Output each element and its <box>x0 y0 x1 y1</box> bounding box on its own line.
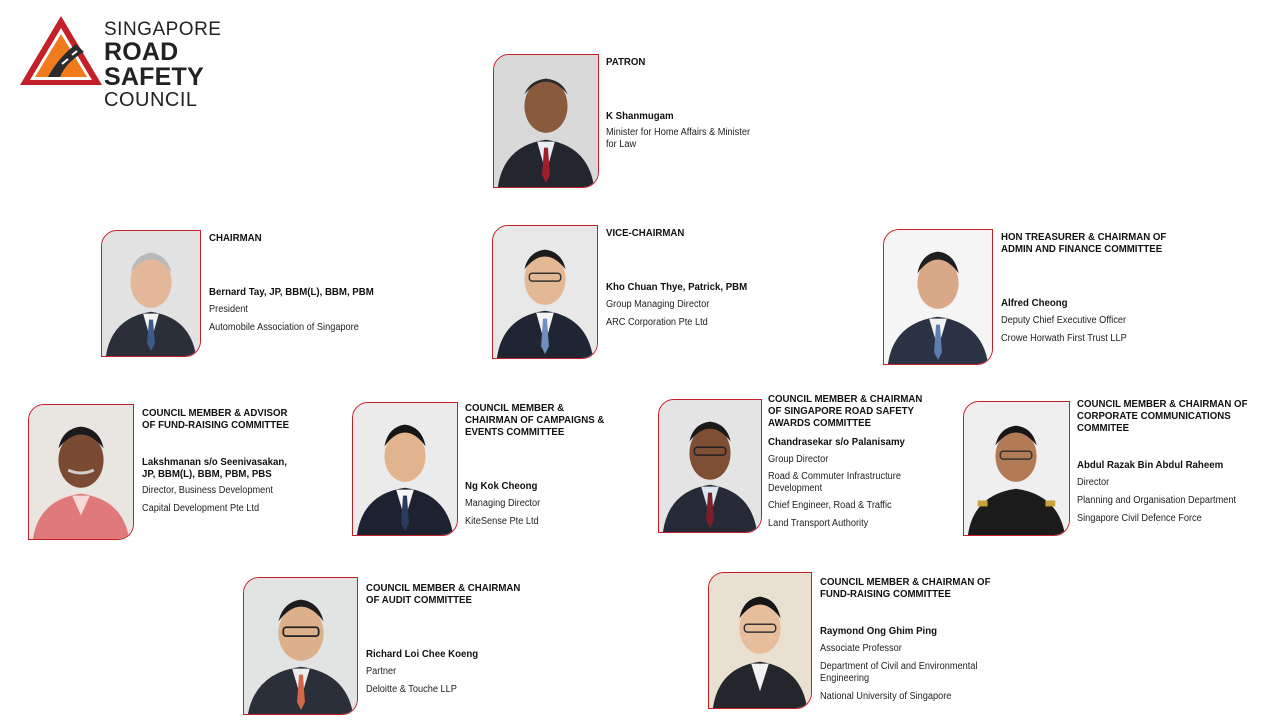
logo-line-2: ROAD SAFETY <box>104 38 204 91</box>
member-role: CHAIRMAN <box>209 232 262 244</box>
member-title-line: Land Transport Authority <box>768 518 869 529</box>
member-title-line: Minister for Home Affairs & Minister for… <box>606 127 751 150</box>
member-name: Lakshmanan s/o Seenivasakan, JP, BBM(L),… <box>142 456 287 480</box>
logo-line-3: COUNCIL <box>104 89 198 111</box>
portrait-photo <box>963 401 1070 536</box>
member-title-line: Department of Civil and Environmental En… <box>820 661 978 684</box>
logo-triangle-icon <box>20 16 102 85</box>
member-title-line: Managing Director <box>465 498 541 509</box>
member-role: COUNCIL MEMBER & CHAIRMAN OF AUDIT COMMI… <box>366 582 521 606</box>
member-title-line: Planning and Organisation Department <box>1077 495 1237 506</box>
portrait-photo <box>708 572 812 709</box>
portrait-photo <box>493 54 599 188</box>
member-title-line: Road & Commuter Infrastructure Developme… <box>768 471 901 494</box>
logo-line-1: SINGAPORE <box>104 19 222 40</box>
portrait-photo <box>658 399 762 533</box>
member-name: Bernard Tay, JP, BBM(L), BBM, PBM <box>209 286 374 298</box>
logo: SINGAPORE ROAD SAFETY COUNCIL <box>18 14 283 110</box>
portrait-photo <box>352 402 458 536</box>
portrait-photo <box>101 230 201 357</box>
member-role: VICE-CHAIRMAN <box>606 227 685 239</box>
member-title-line: Deloitte & Touche LLP <box>366 684 457 695</box>
member-role: PATRON <box>606 56 646 68</box>
member-title-line: Automobile Association of Singapore <box>209 322 359 333</box>
member-name: Kho Chuan Thye, Patrick, PBM <box>606 281 748 293</box>
portrait-photo <box>243 577 358 715</box>
member-name: K Shanmugam <box>606 110 674 122</box>
member-title-line: Group Managing Director <box>606 299 710 310</box>
member-title-line: Capital Development Pte Ltd <box>142 503 260 514</box>
member-role: COUNCIL MEMBER & ADVISOR OF FUND-RAISING… <box>142 407 290 431</box>
member-role: COUNCIL MEMBER & CHAIRMAN OF SINGAPORE R… <box>768 393 923 429</box>
member-name: Richard Loi Chee Koeng <box>366 648 479 660</box>
member-title-line: National University of Singapore <box>820 691 952 702</box>
portrait-photo <box>28 404 134 540</box>
member-title-line: Deputy Chief Executive Officer <box>1001 315 1127 326</box>
logo-wordmark: SINGAPORE ROAD SAFETY COUNCIL <box>104 20 283 110</box>
portrait-photo <box>883 229 993 365</box>
member-role: COUNCIL MEMBER & CHAIRMAN OF FUND-RAISIN… <box>820 576 991 600</box>
member-name: Alfred Cheong <box>1001 297 1068 309</box>
member-title-line: Director, Business Development <box>142 485 273 496</box>
member-title-line: Director <box>1077 477 1110 488</box>
member-title-line: President <box>209 304 248 315</box>
member-role: COUNCIL MEMBER & CHAIRMAN OF CAMPAIGNS &… <box>465 402 605 438</box>
member-title-line: Singapore Civil Defence Force <box>1077 513 1202 524</box>
member-title-line: Associate Professor <box>820 643 902 654</box>
member-name: Raymond Ong Ghim Ping <box>820 625 937 637</box>
member-title-line: Chief Engineer, Road & Traffic <box>768 500 892 511</box>
member-name: Ng Kok Cheong <box>465 480 538 492</box>
member-title-line: Partner <box>366 666 397 677</box>
member-title-line: KiteSense Pte Ltd <box>465 516 539 527</box>
member-title-line: ARC Corporation Pte Ltd <box>606 317 708 328</box>
member-role: COUNCIL MEMBER & CHAIRMAN OF CORPORATE C… <box>1077 398 1248 434</box>
member-name: Abdul Razak Bin Abdul Raheem <box>1077 459 1224 471</box>
portrait-photo <box>492 225 598 359</box>
member-role: HON TREASURER & CHAIRMAN OF ADMIN AND FI… <box>1001 231 1167 255</box>
member-name: Chandrasekar s/o Palanisamy <box>768 436 905 448</box>
member-title-line: Crowe Horwath First Trust LLP <box>1001 333 1127 344</box>
member-title-line: Group Director <box>768 454 829 465</box>
